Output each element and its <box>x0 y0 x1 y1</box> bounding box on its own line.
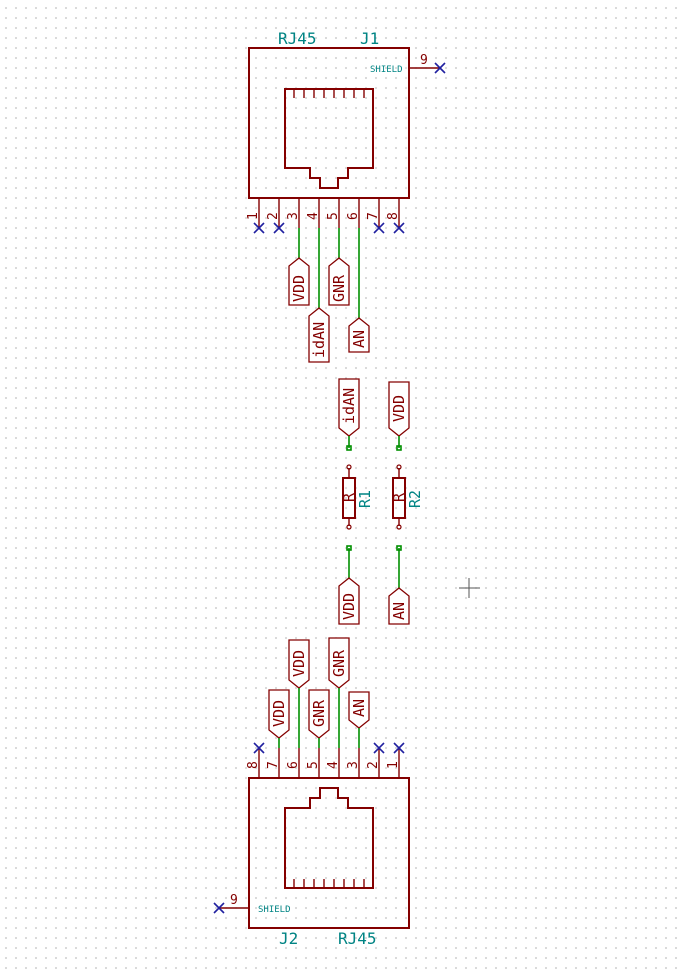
r1-reference: R1 <box>356 490 374 508</box>
j1-jack-contacts <box>293 89 365 98</box>
j2-pin-number: 4 <box>326 761 341 769</box>
no-connect-marker <box>253 742 405 754</box>
j1-pin-number: 5 <box>326 212 341 220</box>
net-label-text: AN <box>350 699 368 717</box>
net-label-gnr[interactable]: GNR <box>328 637 350 689</box>
j2-wires <box>278 688 360 748</box>
net-label-text: GNR <box>310 699 328 727</box>
j2-jack-outline <box>284 787 374 889</box>
net-label-gnr[interactable]: GNR <box>328 257 350 306</box>
net-label-gnr[interactable]: GNR <box>308 689 330 739</box>
net-label-an[interactable]: AN <box>348 691 370 729</box>
net-label-idan[interactable]: idAN <box>308 307 330 363</box>
j1-pin-number: 7 <box>366 212 381 220</box>
net-label-text: AN <box>390 602 408 620</box>
connector-j1[interactable]: RJ45 J1 SHIELD 9 <box>246 29 446 234</box>
net-label-text: VDD <box>270 700 288 727</box>
r2-value: R <box>390 492 408 502</box>
j1-wires <box>298 228 360 318</box>
j1-pin-number: 3 <box>286 212 301 220</box>
no-connect-marker <box>213 902 225 914</box>
j1-pin-number: 2 <box>266 212 281 220</box>
net-label-vdd[interactable]: VDD <box>268 689 290 739</box>
j1-shield-label: SHIELD <box>370 65 403 75</box>
j2-pins <box>258 748 400 778</box>
net-label-vdd[interactable]: VDD <box>338 577 360 625</box>
net-label-text: GNR <box>330 274 348 302</box>
j2-shield-pin-number: 9 <box>230 893 238 908</box>
net-label-text: VDD <box>290 275 308 302</box>
net-label-text: idAN <box>340 388 358 424</box>
j1-pin-number: 1 <box>246 212 261 220</box>
no-connect-marker <box>253 222 405 234</box>
net-label-text: VDD <box>290 650 308 677</box>
j2-body <box>248 777 410 929</box>
j2-pin-number: 3 <box>346 761 361 769</box>
resistor-wires <box>346 436 402 588</box>
resistor-r1[interactable]: R R1 <box>340 464 374 530</box>
net-label-an[interactable]: AN <box>388 587 410 625</box>
net-label-text: idAN <box>310 322 328 358</box>
j2-pin-number: 7 <box>266 761 281 769</box>
j2-shield-label: SHIELD <box>258 905 291 915</box>
j1-shield-pin-number: 9 <box>420 53 428 68</box>
net-label-vdd[interactable]: VDD <box>288 639 310 689</box>
connector-j2[interactable]: 8 7 6 5 4 3 2 1 SHIELD 9 J2 <box>213 742 410 948</box>
j1-pin-number: 8 <box>386 212 401 220</box>
j1-value: RJ45 <box>278 29 317 48</box>
r2-reference: R2 <box>406 490 424 508</box>
net-label-text: AN <box>350 330 368 348</box>
no-connect-marker <box>434 62 446 74</box>
j2-pin-number: 8 <box>246 761 261 769</box>
j1-body <box>248 47 410 199</box>
j1-pins <box>258 198 400 228</box>
crosshair-cursor-icon <box>459 578 480 598</box>
r1-value: R <box>340 492 358 502</box>
j1-reference: J1 <box>360 29 379 48</box>
j2-jack-contacts <box>293 879 365 888</box>
j2-reference: J2 <box>279 929 298 948</box>
net-label-text: VDD <box>340 593 358 620</box>
net-label-idan[interactable]: idAN <box>338 378 360 437</box>
j2-pin-number: 6 <box>286 761 301 769</box>
j1-pin-number: 4 <box>306 212 321 220</box>
j1-pin-number: 6 <box>346 212 361 220</box>
j2-pin-number: 2 <box>366 761 381 769</box>
resistor-r2[interactable]: R R2 <box>390 464 424 530</box>
net-label-text: GNR <box>330 649 348 677</box>
j2-pin-number: 1 <box>386 761 401 769</box>
j2-pin-number: 5 <box>306 761 321 769</box>
net-label-vdd[interactable]: VDD <box>388 381 410 437</box>
net-label-vdd[interactable]: VDD <box>288 257 310 306</box>
j1-jack-outline <box>284 88 374 189</box>
j2-value: RJ45 <box>338 929 377 948</box>
net-label-text: VDD <box>390 395 408 422</box>
net-label-an[interactable]: AN <box>348 317 370 353</box>
